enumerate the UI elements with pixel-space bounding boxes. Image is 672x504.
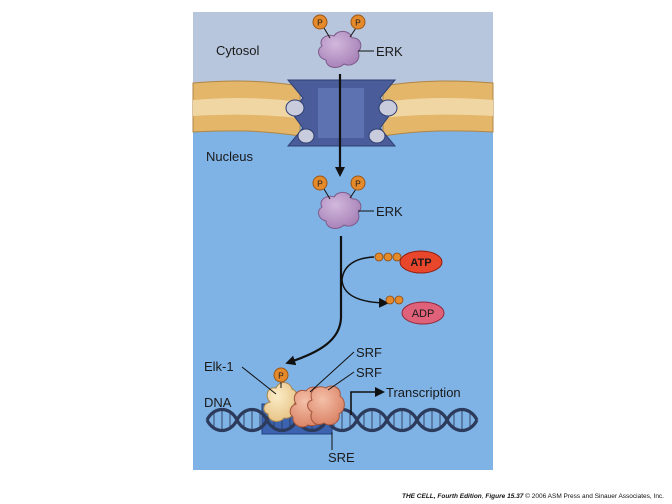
- srf-pointer: [327, 371, 355, 391]
- phosphate-group: P P: [312, 175, 366, 200]
- srf-pointer: [309, 351, 355, 393]
- nuclear-pore-complex: [285, 79, 398, 147]
- figure-caption: THE CELL, Fourth Edition, Figure 15.37 ©…: [401, 493, 664, 500]
- phosphate-label: P: [317, 179, 323, 189]
- dna-label: DNA: [204, 395, 232, 410]
- erk-label-mid: ERK: [376, 204, 403, 219]
- phosphate-label: P: [355, 179, 361, 189]
- atp-consumption-arrow: [341, 256, 389, 308]
- phosphate-group: P P: [312, 14, 366, 39]
- phosphorylation-arrow: [285, 236, 343, 366]
- nucleus-label: Nucleus: [206, 149, 253, 164]
- phosphate-label: P: [355, 18, 361, 28]
- adp-molecule: ADP: [385, 295, 445, 325]
- adp-label: ADP: [412, 308, 435, 320]
- erk-label-top: ERK: [376, 44, 403, 59]
- cytosol-label: Cytosol: [216, 43, 259, 58]
- transcription-label: Transcription: [386, 385, 461, 400]
- phosphate-group: P: [273, 367, 289, 388]
- nuclear-envelope: [192, 80, 494, 137]
- erk-protein-cytosol: [318, 30, 362, 68]
- elk1-protein: [263, 382, 298, 422]
- phosphate-label: P: [278, 371, 284, 381]
- caption-book: THE CELL, Fourth Edition: [401, 493, 482, 500]
- transcription-arrow: [350, 387, 385, 415]
- elk1-label: Elk-1: [204, 359, 234, 374]
- erk-protein-nucleus: [318, 191, 362, 229]
- caption-figure: Figure 15.37: [485, 493, 524, 500]
- sre-label: SRE: [328, 450, 355, 465]
- atp-label: ATP: [410, 257, 431, 269]
- srf-protein: [289, 385, 345, 428]
- srf-label: SRF: [356, 345, 382, 360]
- srf-label: SRF: [356, 365, 382, 380]
- caption-copyright: © 2006 ASM Press and Sinauer Associates,…: [525, 493, 664, 500]
- atp-molecule: ATP: [374, 250, 443, 274]
- phosphate-label: P: [317, 18, 323, 28]
- elk1-pointer: [241, 366, 277, 395]
